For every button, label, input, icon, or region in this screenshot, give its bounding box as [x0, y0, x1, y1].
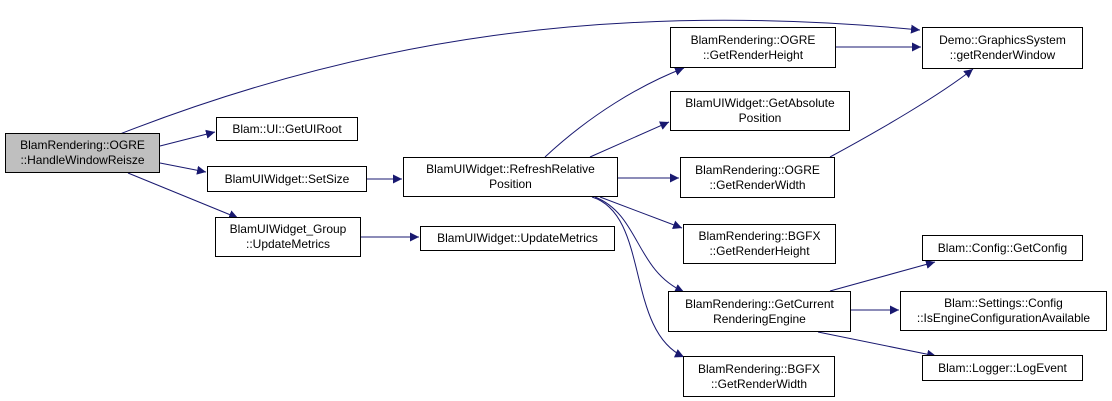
node-label-line: ::getRenderWindow [949, 48, 1056, 62]
edge-get-current-rendering-engine-to-get-config [829, 260, 936, 292]
node-label: BlamUIWidget::UpdateMetrics [437, 231, 598, 246]
node-label-line: BlamRendering::GetCurrent [685, 296, 834, 311]
node-label-line: Blam::Config::GetConfig [937, 240, 1068, 255]
node-label: Blam::UI::GetUIRoot [232, 122, 341, 137]
node-label-line: ::GetRenderHeight [702, 47, 804, 62]
node-label-line: BlamUIWidget_Group [229, 222, 347, 236]
node-set-size[interactable]: BlamUIWidget::SetSize [207, 166, 367, 192]
node-handle-window-reisze[interactable]: BlamRendering::OGRE::HandleWindowReisze [5, 133, 160, 173]
node-label-line: ::UpdateMetrics [245, 237, 331, 251]
node-label-line: BlamUIWidget::SetSize [224, 171, 350, 186]
edge-get-current-rendering-engine-to-log-event [817, 331, 937, 359]
node-label: Demo::GraphicsSystem::getRenderWindow [939, 33, 1066, 63]
node-label: BlamRendering::OGRE::GetRenderWidth [695, 163, 820, 193]
edge-refresh-relative-position-to-ogre-get-render-height [544, 67, 685, 158]
node-widget-update-metrics[interactable]: BlamUIWidget::UpdateMetrics [420, 226, 615, 251]
edge-refresh-relative-position-to-bgfx-get-render-height [599, 196, 683, 230]
node-label-line: Blam::Logger::LogEvent [938, 360, 1067, 375]
node-label: Blam::Settings::Config::IsEngineConfigur… [917, 296, 1090, 326]
node-label-line: BlamRendering::BGFX [698, 229, 821, 243]
node-label-line: BlamUIWidget::UpdateMetrics [437, 231, 598, 245]
edge-handle-window-reisze-to-set-size [159, 162, 207, 175]
node-label: BlamUIWidget_Group::UpdateMetrics [230, 222, 347, 252]
node-label-line: Demo::GraphicsSystem [939, 33, 1066, 47]
node-label-line: BlamRendering::OGRE [20, 138, 145, 152]
node-group-update-metrics[interactable]: BlamUIWidget_Group::UpdateMetrics [215, 217, 361, 257]
node-label-line: ::HandleWindowReisze [20, 153, 145, 167]
node-label-line: BlamRendering::BGFX [697, 361, 821, 376]
node-label: BlamRendering::OGRE::GetRenderHeight [691, 33, 816, 63]
node-label-line: ::IsEngineConfigurationAvailable [916, 311, 1091, 325]
node-ogre-get-render-height[interactable]: BlamRendering::OGRE::GetRenderHeight [670, 27, 836, 68]
node-label-line: ::GetRenderHeight [709, 244, 810, 258]
node-label: BlamRendering::BGFX::GetRenderHeight [698, 229, 820, 259]
node-get-render-window[interactable]: Demo::GraphicsSystem::getRenderWindow [922, 27, 1083, 69]
edge-handle-window-reisze-to-get-ui-root [159, 129, 216, 147]
edge-layer [119, 19, 974, 359]
node-label-line: Position [738, 111, 782, 125]
node-get-config[interactable]: Blam::Config::GetConfig [922, 235, 1083, 261]
node-label-line: BlamRendering::OGRE [695, 162, 820, 177]
node-label: BlamRendering::BGFX::GetRenderWidth [698, 362, 820, 392]
node-bgfx-get-render-width[interactable]: BlamRendering::BGFX::GetRenderWidth [683, 356, 835, 397]
node-is-engine-configuration-available[interactable]: Blam::Settings::Config::IsEngineConfigur… [900, 291, 1107, 331]
node-log-event[interactable]: Blam::Logger::LogEvent [922, 355, 1083, 381]
node-label-line: Blam::Settings::Config [944, 296, 1063, 310]
node-ogre-get-render-width[interactable]: BlamRendering::OGRE::GetRenderWidth [680, 157, 835, 198]
node-label: BlamUIWidget::SetSize [225, 172, 350, 187]
node-label: Blam::Config::GetConfig [938, 241, 1067, 256]
node-label-line: BlamRendering::OGRE [690, 32, 816, 47]
edge-handle-window-reisze-to-get-render-window [119, 19, 921, 135]
node-label-line: Blam::UI::GetUIRoot [232, 121, 342, 136]
node-label-line: Position [489, 177, 532, 191]
edge-handle-window-reisze-to-group-update-metrics [127, 172, 239, 219]
node-label-line: ::GetRenderWidth [710, 376, 808, 391]
edge-refresh-relative-position-to-get-current-rendering-engine [594, 196, 685, 293]
edge-refresh-relative-position-to-bgfx-get-render-width [591, 196, 685, 358]
node-get-ui-root[interactable]: Blam::UI::GetUIRoot [216, 117, 358, 141]
edge-refresh-relative-position-to-get-absolute-position [589, 121, 670, 158]
node-label-line: ::GetRenderWidth [709, 177, 806, 192]
node-label-line: BlamUIWidget::GetAbsolute [685, 96, 835, 110]
edge-ogre-get-render-width-to-get-render-window [829, 68, 974, 158]
node-bgfx-get-render-height[interactable]: BlamRendering::BGFX::GetRenderHeight [683, 224, 836, 264]
node-label: Blam::Logger::LogEvent [938, 361, 1067, 376]
node-label: BlamRendering::OGRE::HandleWindowReisze [20, 138, 145, 168]
node-label-line: BlamUIWidget::RefreshRelative [426, 162, 595, 176]
node-label-line: RenderingEngine [713, 311, 806, 326]
